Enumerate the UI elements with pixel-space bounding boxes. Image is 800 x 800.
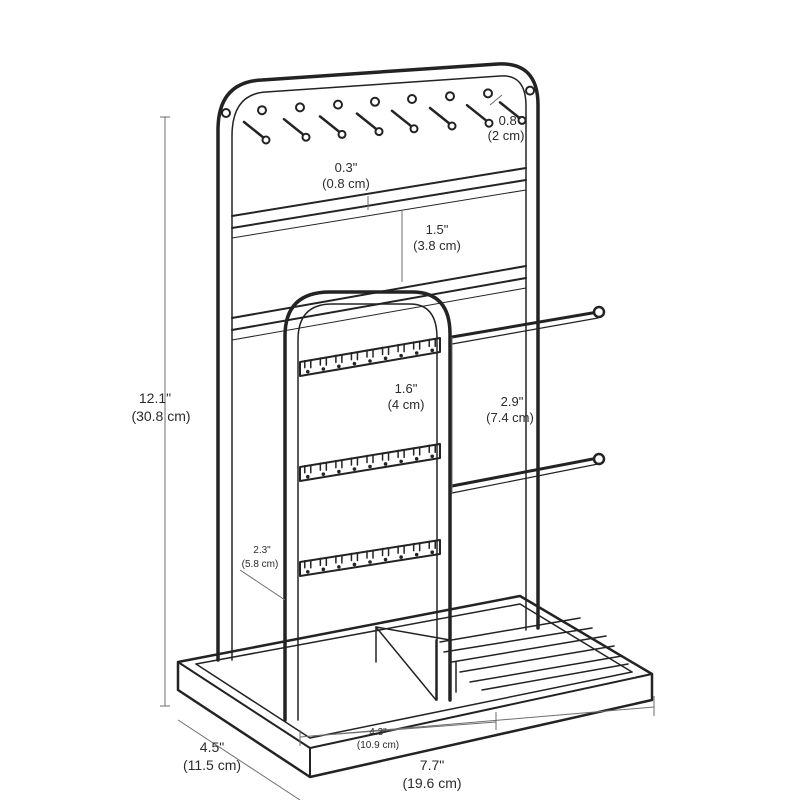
rail-thickness-in: 0.3" <box>335 160 358 175</box>
hook-knob <box>445 91 455 102</box>
hook-tip <box>447 121 457 131</box>
rail-thickness-cm: (0.8 cm) <box>322 176 370 191</box>
width-in: 7.7" <box>420 757 444 773</box>
hook-spacing-in: 0.8" <box>499 113 522 128</box>
depth-in: 4.5" <box>200 739 224 755</box>
bar-gap-cm: (7.4 cm) <box>486 410 534 425</box>
bar-gap-in: 2.9" <box>501 394 524 409</box>
hook-peg <box>498 101 522 120</box>
hook-tip <box>484 118 494 128</box>
earring-row-gap-in: 1.6" <box>395 381 418 396</box>
tray-compartment-in: 4.3" <box>369 727 387 738</box>
width-label: 7.7" (19.6 cm) <box>402 757 461 791</box>
base-tray <box>176 594 654 779</box>
width-cm: (19.6 cm) <box>402 775 461 791</box>
hook-knob <box>483 88 493 99</box>
hook-peg <box>282 117 306 137</box>
earring-row <box>299 337 441 377</box>
hook-peg <box>428 106 452 126</box>
hook-tip <box>301 132 311 142</box>
total-height-in: 12.1" <box>139 390 171 406</box>
hook-spacing-label: 0.8" (2 cm) <box>488 113 525 143</box>
top-hooks <box>221 85 535 145</box>
hook-peg <box>465 103 489 123</box>
hook-peg <box>242 120 266 140</box>
rail-thickness-label: 0.3" (0.8 cm) <box>322 160 370 191</box>
hook-knob <box>333 99 343 110</box>
hook-peg <box>355 112 379 131</box>
rail-gap-in: 1.5" <box>426 222 449 237</box>
rail-gap-cm: (3.8 cm) <box>413 238 461 253</box>
earring-row <box>299 443 441 482</box>
rail-gap-label: 1.5" (3.8 cm) <box>413 222 461 253</box>
upper-rails <box>231 167 527 341</box>
tray-compartment-label: 4.3" (10.9 cm) <box>357 727 399 751</box>
hook-knob <box>370 96 380 107</box>
earring-rows <box>299 337 441 577</box>
hook-knob <box>525 85 535 96</box>
hook-knob <box>407 94 417 104</box>
hook-tip <box>409 124 419 134</box>
lower-offset-label: 2.3" (5.8 cm) <box>242 545 279 570</box>
lower-offset-in: 2.3" <box>253 545 271 556</box>
hook-tip <box>517 115 527 125</box>
earring-row-gap-cm: (4 cm) <box>388 397 425 412</box>
lower-offset-cm: (5.8 cm) <box>242 559 279 570</box>
depth-cm: (11.5 cm) <box>183 757 241 773</box>
hook-knob <box>221 108 231 118</box>
hook-knob <box>295 102 305 113</box>
bar-gap-label: 2.9" (7.4 cm) <box>486 394 534 425</box>
hook-tip <box>261 135 271 145</box>
hook-peg <box>390 109 414 129</box>
earring-row-gap-label: 1.6" (4 cm) <box>388 381 425 412</box>
hook-tip <box>374 127 384 137</box>
dimension-lines <box>160 94 655 800</box>
earring-row <box>299 539 441 577</box>
depth-label: 4.5" (11.5 cm) <box>183 739 241 773</box>
total-height-label: 12.1" (30.8 cm) <box>131 390 190 424</box>
earring-frame <box>283 290 452 722</box>
tray-compartment-cm: (10.9 cm) <box>357 740 399 751</box>
hook-knob <box>257 105 267 116</box>
total-height-cm: (30.8 cm) <box>131 408 190 424</box>
hook-spacing-cm: (2 cm) <box>488 128 525 143</box>
hook-peg <box>318 115 342 134</box>
back-frame <box>216 62 540 662</box>
bracelet-bars <box>450 305 606 494</box>
hook-tip <box>337 129 347 139</box>
